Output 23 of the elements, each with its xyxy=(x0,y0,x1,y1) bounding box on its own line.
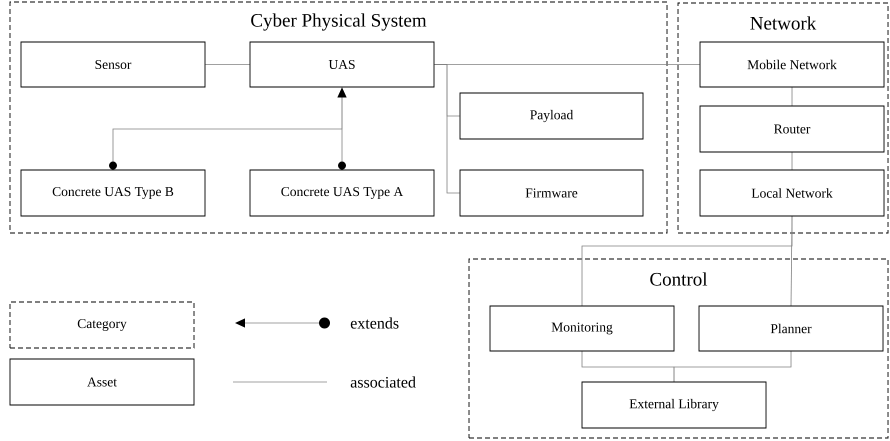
connector xyxy=(674,351,792,382)
asset-box: Mobile Network xyxy=(700,42,884,88)
legend-box: Category xyxy=(10,302,194,348)
asset-box: Concrete UAS Type B xyxy=(20,170,206,216)
asset-box: External Library xyxy=(582,382,766,428)
category-title: Network xyxy=(750,16,816,30)
asset-box: Concrete UAS Type A xyxy=(250,170,434,216)
asset-box: Router xyxy=(700,106,884,152)
asset-box: Monitoring xyxy=(490,306,674,352)
connector xyxy=(434,64,460,194)
asset-box: Local Network xyxy=(700,170,884,216)
asset-box: Sensor xyxy=(20,42,206,88)
asset-box: UAS xyxy=(250,42,434,88)
asset-box: Planner xyxy=(698,306,884,352)
category-title: Cyber Physical System xyxy=(251,13,426,31)
connector xyxy=(205,64,250,65)
asset-box: Payload xyxy=(460,92,644,140)
legend-label: extends xyxy=(350,317,398,329)
asset-box: Firmware xyxy=(460,170,644,216)
legend-box: Asset xyxy=(10,358,194,406)
legend-label: associated xyxy=(350,376,416,388)
connector xyxy=(790,216,792,306)
category-title: Control xyxy=(650,272,708,286)
